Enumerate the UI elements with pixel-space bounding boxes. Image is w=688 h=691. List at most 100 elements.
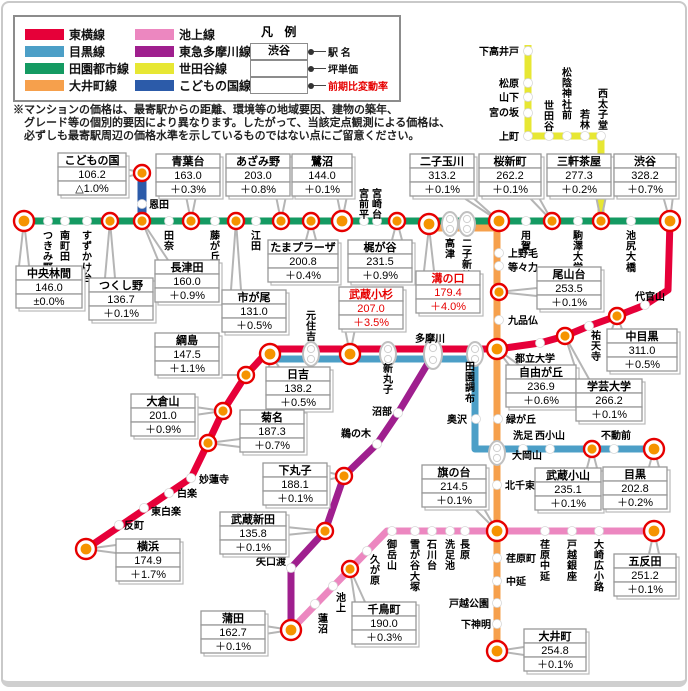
price-box-station-name: 武蔵新田 bbox=[231, 512, 275, 526]
station-dot bbox=[562, 131, 572, 141]
station-ring bbox=[301, 211, 321, 231]
station-label: 藤が丘 bbox=[210, 229, 221, 263]
station-label: 御岳山 bbox=[386, 538, 397, 572]
legend-swatch-dentoshi bbox=[25, 63, 64, 74]
price-box-value: ＋0.1% bbox=[550, 498, 586, 510]
station-dot bbox=[523, 46, 533, 56]
price-box-station-name: 学芸大学 bbox=[587, 379, 631, 393]
station-ring bbox=[258, 342, 282, 366]
station-label: 九品仏 bbox=[507, 314, 538, 327]
station-ring bbox=[100, 211, 120, 231]
station-dot bbox=[372, 216, 382, 226]
price-box-value: 188.1 bbox=[281, 479, 309, 491]
price-box-station-name: 市が尾 bbox=[238, 290, 271, 304]
price-box-value: ＋0.3% bbox=[170, 184, 206, 196]
price-box-value: ＋0.5% bbox=[236, 320, 272, 332]
price-box-value: 277.3 bbox=[565, 170, 593, 182]
price-box-value: ＋4.0% bbox=[430, 301, 466, 313]
price-box-value: ＋0.5% bbox=[280, 397, 316, 409]
station-dot bbox=[251, 216, 261, 226]
price-box-value: ＋0.9% bbox=[169, 290, 205, 302]
station-ring bbox=[340, 559, 360, 579]
station-label: 山下 bbox=[499, 91, 519, 104]
price-box-value: 214.5 bbox=[440, 481, 468, 493]
price-box-value: ＋0.6% bbox=[523, 395, 559, 407]
station-ring bbox=[387, 211, 407, 231]
station-label: 雪が谷大塚 bbox=[410, 539, 421, 593]
price-box-value: 313.2 bbox=[428, 170, 456, 182]
station-label: 松原 bbox=[499, 77, 519, 90]
price-box-value: 136.7 bbox=[107, 294, 135, 306]
station-ring bbox=[271, 211, 291, 231]
station-label: 長原 bbox=[460, 539, 471, 562]
station-dot bbox=[535, 338, 545, 348]
station-label: 不動前 bbox=[601, 429, 631, 442]
station-label: 蓮沼 bbox=[318, 612, 328, 636]
station-label: 中延 bbox=[506, 575, 527, 588]
price-box-value: 201.0 bbox=[149, 410, 177, 422]
callout-leader bbox=[308, 82, 326, 89]
station-label: 祐天寺 bbox=[591, 329, 602, 363]
station-label: 恩田 bbox=[149, 199, 169, 211]
legend-items: 東横線 目黒線 田園都市線 大井町線 池上線 東急多摩川線 世田谷線 こどもの国… bbox=[25, 26, 251, 94]
station-ring bbox=[315, 521, 335, 541]
station-label: 戸越銀座 bbox=[566, 539, 578, 583]
station-ring bbox=[487, 209, 511, 233]
price-box-value: 266.2 bbox=[595, 395, 623, 407]
station-ring bbox=[198, 433, 218, 453]
line-meguro bbox=[265, 355, 654, 453]
price-box-value: ＋0.8% bbox=[240, 184, 276, 196]
interchange-oval bbox=[466, 341, 484, 367]
price-box-value: ＋0.1% bbox=[235, 542, 271, 554]
note-line: ※マンションの価格は、最寄駅からの距離、環境等の地域要因、建物の築年、 bbox=[13, 104, 398, 116]
price-box-value: ＋0.1% bbox=[492, 184, 528, 196]
callout-line bbox=[230, 220, 242, 291]
price-box-station-name: 武蔵小杉 bbox=[349, 287, 393, 301]
station-ring bbox=[642, 437, 666, 461]
price-box-station-name: 鷺沼 bbox=[311, 154, 333, 168]
price-box-station-name: つくし野 bbox=[99, 279, 143, 292]
station-ring bbox=[226, 211, 246, 231]
price-box-value: 251.2 bbox=[631, 570, 659, 582]
station-dot bbox=[445, 526, 455, 536]
price-box-value: 146.0 bbox=[35, 282, 63, 294]
station-dot bbox=[310, 599, 320, 609]
station-dot bbox=[567, 526, 577, 536]
legend-label: 田園都市線 bbox=[69, 62, 130, 76]
legend-label: 大井町線 bbox=[69, 79, 118, 93]
price-box-value: 253.5 bbox=[555, 283, 583, 295]
interchange-oval bbox=[302, 341, 320, 367]
station-label: 宮崎台 bbox=[372, 187, 382, 221]
station-label: 宮の坂 bbox=[489, 106, 520, 119]
station-dot bbox=[626, 216, 636, 226]
price-box-station-name: 中目黒 bbox=[626, 329, 659, 343]
price-box-value: 138.2 bbox=[284, 383, 312, 395]
price-box-value: ＋0.1% bbox=[103, 308, 139, 320]
station-ring bbox=[591, 211, 611, 231]
legend-sample-title: 凡 例 bbox=[261, 25, 301, 39]
station-dot bbox=[186, 473, 196, 483]
price-box-value: ＋0.7% bbox=[254, 440, 290, 452]
station-dot bbox=[410, 526, 420, 536]
station-label: 宮前平 bbox=[359, 187, 369, 221]
station-dot bbox=[494, 315, 504, 325]
legend-swatch-ikegami bbox=[135, 29, 174, 40]
station-ring bbox=[485, 337, 509, 361]
price-box-value: ＋0.1% bbox=[277, 493, 313, 505]
station-ring bbox=[334, 466, 354, 486]
station-label: 大崎広小路 bbox=[593, 538, 605, 593]
station-dot bbox=[584, 321, 594, 331]
callout-label-station-name: 駅 名 bbox=[328, 48, 351, 59]
price-box-value: 160.0 bbox=[173, 276, 201, 288]
